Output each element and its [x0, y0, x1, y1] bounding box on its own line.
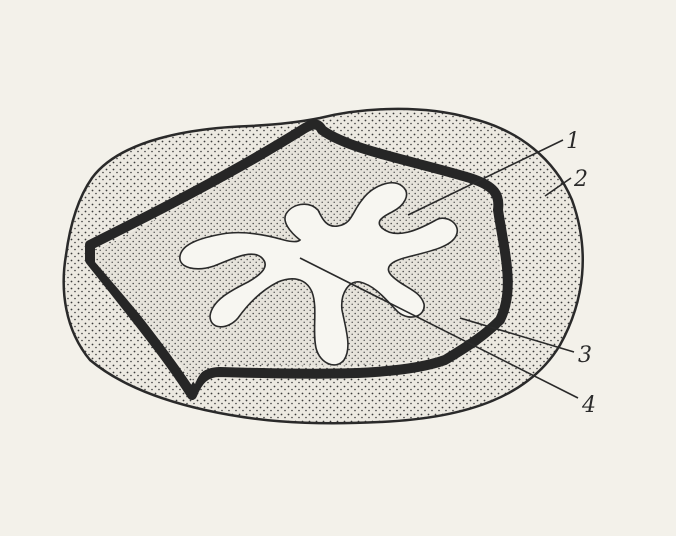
callout-label-3: 3	[578, 343, 592, 368]
callout-label-1: 1	[566, 129, 580, 154]
callout-label-2: 2	[573, 167, 588, 192]
callout-label-4: 4	[581, 393, 596, 418]
